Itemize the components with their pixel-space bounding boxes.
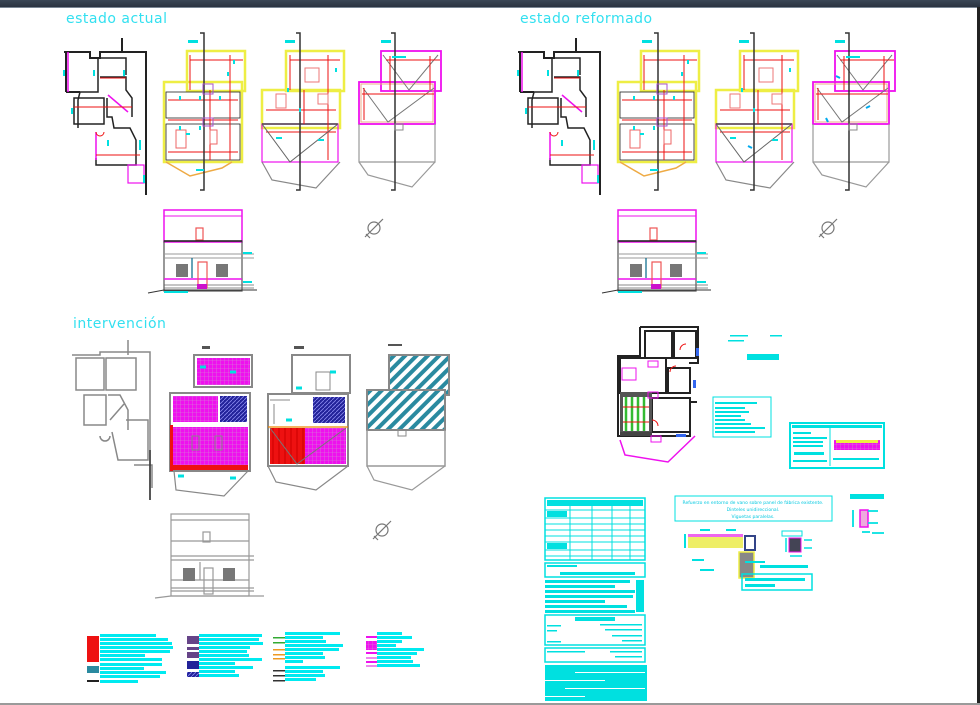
window-bottom-border (0, 703, 980, 705)
legend-group-3 (273, 632, 343, 682)
svg-text:Dinteles unidireccional.: Dinteles unidireccional. (727, 507, 780, 513)
svg-text:Refuerzo en entorno de vano so: Refuerzo en entorno de vano sobre panel … (683, 499, 824, 506)
section-title-intervencion: intervención (73, 316, 167, 332)
legend-group-2 (187, 634, 263, 677)
intervencion-plans (72, 340, 450, 599)
section-title-estado-reformado: estado reformado (520, 11, 653, 27)
drawing-canvas[interactable]: estado actual estado reformado intervenc… (0, 8, 977, 703)
drawing-svg: Refuerzo en entorno de vano sobre panel … (63, 31, 896, 701)
detail-construction: Refuerzo en entorno de vano sobre panel … (674, 494, 884, 591)
legend-group-1 (87, 634, 173, 683)
estado-reformado-plans (517, 31, 896, 294)
notes-panel (712, 396, 772, 438)
properties-table (544, 497, 647, 701)
svg-text:Viguetas paralelas.: Viguetas paralelas. (731, 514, 774, 520)
window-right-border (977, 7, 980, 705)
window-titlebar (0, 0, 980, 8)
structure-plan (617, 326, 782, 463)
estado-actual-plans (63, 31, 442, 294)
section-detail-panel (789, 422, 885, 469)
legend-group-4 (366, 632, 424, 667)
section-title-estado-actual: estado actual (66, 11, 168, 27)
